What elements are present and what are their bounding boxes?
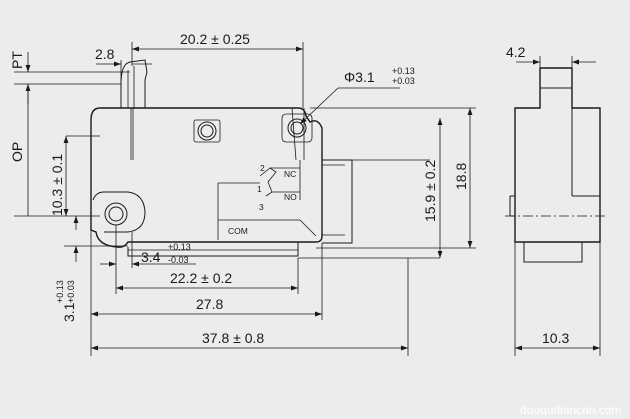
pin-3-label: 3 <box>259 202 264 212</box>
dimension-lever-offset <box>96 60 152 90</box>
hole-base-height-text: 3.1 <box>61 302 77 322</box>
side-width-text: 10.3 <box>542 330 569 346</box>
no-label: NO <box>284 192 297 202</box>
hole-diameter-text: Φ3.1 <box>344 69 375 85</box>
hole-base-tol-lower: +0.03 <box>66 280 76 303</box>
dimension-side-width <box>514 242 601 356</box>
dimension-overall-length <box>91 258 409 356</box>
hole-spacing-tol-upper: +0.13 <box>168 242 191 252</box>
dimension-terminal-height <box>298 118 443 259</box>
pt-label: PT <box>9 51 25 69</box>
switch-front-view <box>90 59 353 257</box>
pin-1-label: 1 <box>257 184 262 194</box>
hole-spacing-tol-lower: -0.03 <box>168 255 189 265</box>
switch-side-view <box>505 67 608 263</box>
dimension-body-height <box>310 107 476 249</box>
dimension-mount-hole-span <box>115 258 299 294</box>
dimension-side-top <box>516 56 596 68</box>
hole-tol-upper: +0.13 <box>392 66 415 76</box>
mount-hole-right <box>287 118 307 138</box>
overall-length-text: 37.8 ± 0.8 <box>202 330 264 346</box>
dimension-body-length <box>90 230 323 356</box>
dimension-hole-spacing <box>100 225 196 268</box>
mount-hole-left <box>104 202 128 226</box>
terminal-height-text: 15.9 ± 0.2 <box>422 160 438 222</box>
op-label: OP <box>9 142 25 162</box>
pin-2-label: 2 <box>260 163 265 173</box>
hole-spacing-text: 3.4 <box>141 249 161 265</box>
pin-width-text: 20.2 ± 0.25 <box>180 31 250 47</box>
mount-hole-span-text: 22.2 ± 0.2 <box>170 270 232 286</box>
watermark: douqudiancan.com <box>520 403 621 417</box>
lever-offset-text: 2.8 <box>95 46 115 62</box>
hole-base-tol-upper: +0.13 <box>55 280 65 303</box>
dimension-hole-callout <box>299 87 400 125</box>
dimension-hole-base-height <box>64 216 128 262</box>
mount-hole-center <box>197 121 217 141</box>
side-top-width-text: 4.2 <box>506 44 526 60</box>
actuator-lever <box>120 59 148 108</box>
nc-label: NC <box>284 169 296 179</box>
terminal-tab <box>322 159 353 244</box>
dimension-pin-width <box>131 42 304 108</box>
com-label: COM <box>228 226 248 236</box>
op-height-text: 10.3 ± 0.1 <box>49 154 65 216</box>
hole-tol-lower: +0.03 <box>392 76 415 86</box>
dimension-op-height <box>63 135 91 216</box>
body-height-text: 18.8 <box>453 163 469 190</box>
body-length-text: 27.8 <box>196 296 223 312</box>
